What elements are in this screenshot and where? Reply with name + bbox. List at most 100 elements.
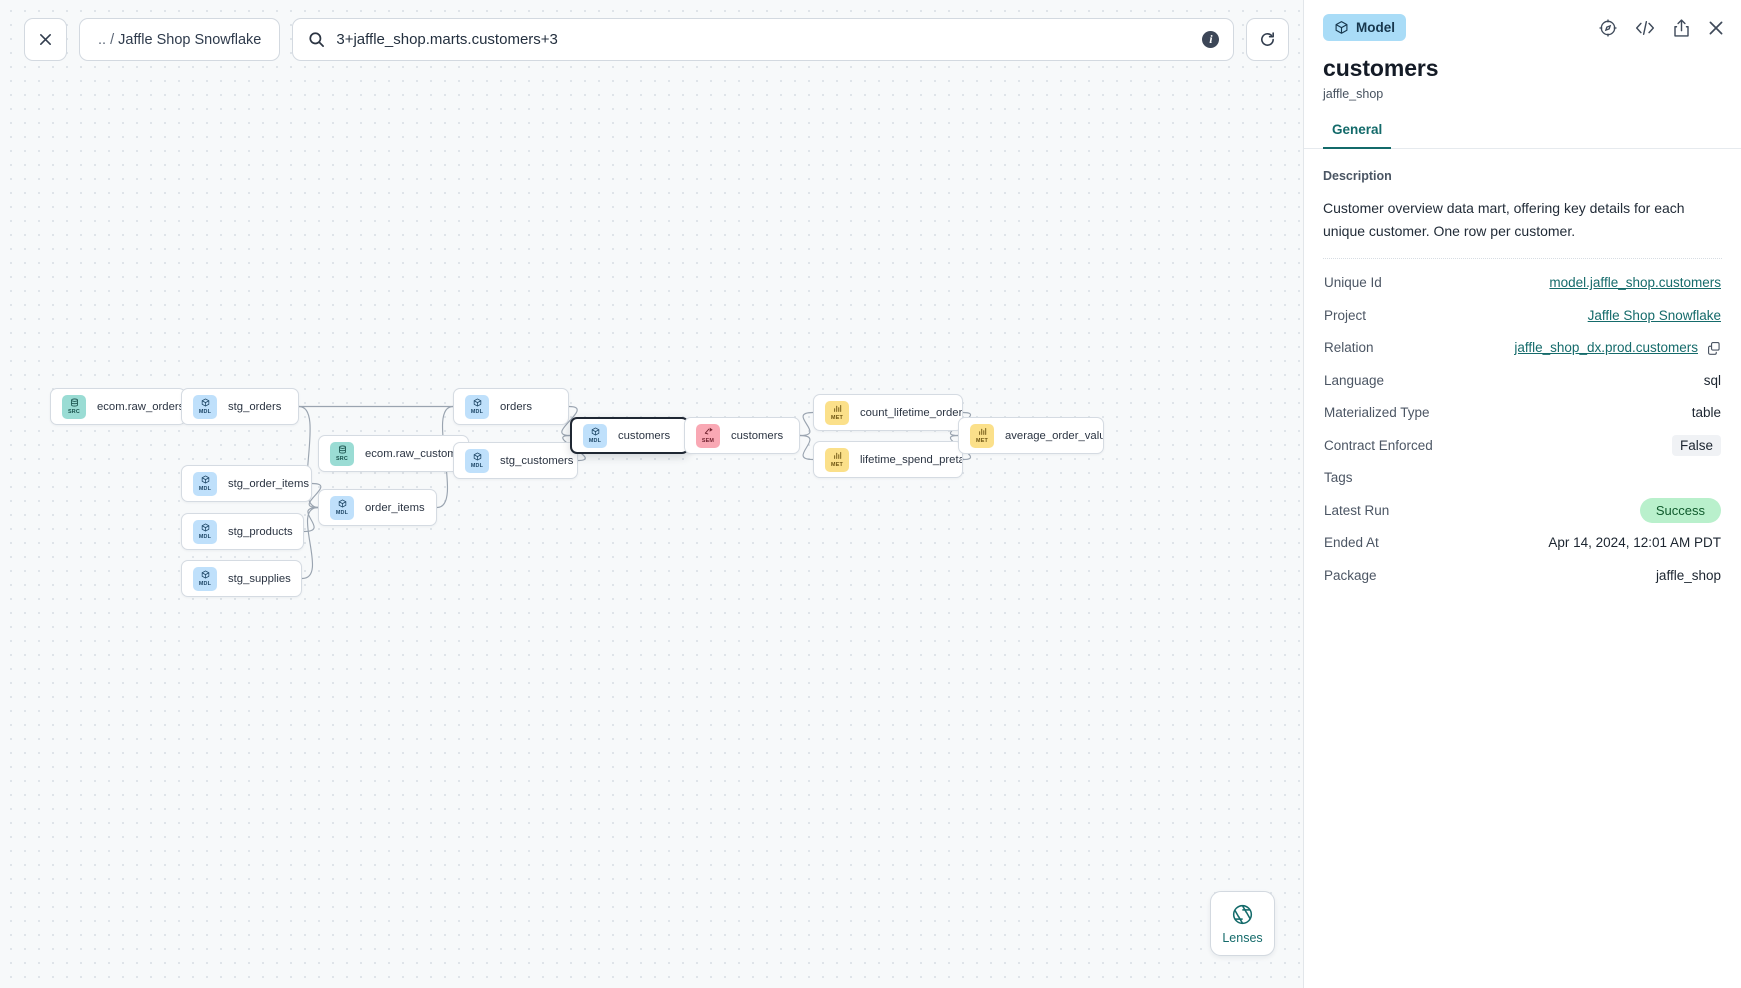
search-input[interactable] xyxy=(336,31,1203,48)
model-badge-icon: MDL xyxy=(465,448,489,473)
lenses-label: Lenses xyxy=(1222,930,1263,945)
cube-icon xyxy=(1335,21,1348,34)
refresh-button[interactable] xyxy=(1246,18,1290,61)
source-badge-icon: SRC xyxy=(62,394,86,419)
lineage-canvas[interactable]: .. / Jaffle Shop Snowflake i SRC ecom.raw… xyxy=(0,0,1303,988)
graph-node-ecom-raw-customers[interactable]: SRC ecom.raw_customers xyxy=(318,435,469,472)
entity-subtitle: jaffle_shop xyxy=(1323,87,1384,101)
field-value: False xyxy=(1671,434,1721,456)
copy-icon[interactable] xyxy=(1707,341,1721,355)
close-icon xyxy=(40,34,51,45)
graph-node-label: average_order_value xyxy=(1005,429,1103,442)
field-row: Language sql xyxy=(1323,364,1722,397)
field-value: sql xyxy=(1703,372,1721,388)
graph-node-customers-model[interactable]: MDL customers xyxy=(570,417,689,454)
graph-edge xyxy=(799,411,814,437)
graph-node-label: stg_supplies xyxy=(228,572,291,585)
model-badge-icon: MDL xyxy=(193,394,217,419)
graph-node-stg-products[interactable]: MDL stg_products xyxy=(181,513,304,550)
details-panel: Model xyxy=(1303,0,1741,988)
graph-node-lifetime-spend-pretax[interactable]: MET lifetime_spend_pretax xyxy=(813,441,963,478)
entity-type-label: Model xyxy=(1356,20,1395,35)
aperture-icon xyxy=(1232,904,1253,924)
page-title: customers xyxy=(1323,55,1439,81)
graph-node-label: lifetime_spend_pretax xyxy=(860,453,962,466)
graph-node-ecom-raw-orders[interactable]: SRC ecom.raw_orders xyxy=(50,388,186,425)
graph-node-stg-customers[interactable]: MDL stg_customers xyxy=(453,442,578,479)
share-icon[interactable] xyxy=(1672,18,1691,38)
close-graph-button[interactable] xyxy=(24,18,67,61)
field-key: Language xyxy=(1324,372,1385,388)
canvas-toolbar: .. / Jaffle Shop Snowflake i xyxy=(24,18,1290,61)
field-value[interactable]: Jaffle Shop Snowflake xyxy=(1587,307,1721,323)
field-value-group: jaffle_shop_dx.prod.customers xyxy=(1514,340,1721,355)
graph-node-order-items[interactable]: MDL order_items xyxy=(318,489,437,526)
description-text: Customer overview data mart, offering ke… xyxy=(1323,197,1722,260)
field-row: Materialized Type table xyxy=(1323,396,1722,429)
graph-node-label: order_items xyxy=(365,501,425,514)
graph-node-average-order-value[interactable]: MET average_order_value xyxy=(958,417,1104,454)
metric-badge-icon: MET xyxy=(825,400,849,425)
model-badge-icon: MDL xyxy=(193,519,217,544)
entity-type-badge: Model xyxy=(1323,14,1406,41)
explore-icon[interactable] xyxy=(1598,18,1618,38)
graph-node-label: orders xyxy=(500,400,533,413)
breadcrumb[interactable]: .. / Jaffle Shop Snowflake xyxy=(79,18,281,61)
field-row: Package jaffle_shop xyxy=(1323,559,1722,592)
tab-general[interactable]: General xyxy=(1323,122,1392,149)
graph-edge xyxy=(303,506,319,533)
model-badge-icon: MDL xyxy=(465,394,489,419)
graph-node-label: customers xyxy=(618,429,671,442)
field-value: Apr 14, 2024, 12:01 AM PDT xyxy=(1548,535,1721,551)
model-badge-icon: MDL xyxy=(193,566,217,591)
graph-node-label: stg_customers xyxy=(500,454,574,467)
field-key: Materialized Type xyxy=(1324,405,1430,421)
graph-node-customers-semantic[interactable]: SEM customers xyxy=(684,417,800,454)
close-panel-icon[interactable] xyxy=(1707,19,1725,37)
status-badge: Success xyxy=(1639,497,1721,523)
field-key: Tags xyxy=(1324,470,1353,486)
panel-body: Description Customer overview data mart,… xyxy=(1304,149,1741,988)
graph-edge xyxy=(799,434,814,461)
field-key: Relation xyxy=(1324,340,1374,356)
graph-node-label: customers xyxy=(731,429,784,442)
field-key: Latest Run xyxy=(1324,502,1390,518)
source-badge-icon: SRC xyxy=(330,441,354,466)
field-value: table xyxy=(1691,405,1721,421)
description-label: Description xyxy=(1323,169,1392,183)
field-value[interactable]: jaffle_shop_dx.prod.customers xyxy=(1514,340,1698,356)
refresh-icon xyxy=(1261,32,1275,46)
breadcrumb-project: Jaffle Shop Snowflake xyxy=(118,31,262,48)
info-icon[interactable]: i xyxy=(1202,31,1220,48)
breadcrumb-prefix: .. / xyxy=(98,31,115,48)
field-value: jaffle_shop xyxy=(1655,567,1721,583)
field-row: Latest Run Success xyxy=(1323,494,1722,527)
field-value[interactable]: model.jaffle_shop.customers xyxy=(1549,275,1721,291)
semantic-model-badge-icon: SEM xyxy=(696,423,720,448)
graph-node-orders[interactable]: MDL orders xyxy=(453,388,569,425)
code-icon[interactable] xyxy=(1634,18,1656,38)
model-badge-icon: MDL xyxy=(583,423,607,448)
graph-node-label: ecom.raw_orders xyxy=(97,400,185,413)
panel-toolbar: Model xyxy=(1304,0,1741,41)
model-badge-icon: MDL xyxy=(330,495,354,520)
lineage-search[interactable]: i xyxy=(292,18,1235,61)
field-key: Package xyxy=(1324,567,1377,583)
graph-node-stg-supplies[interactable]: MDL stg_supplies xyxy=(181,560,302,597)
lenses-button[interactable]: Lenses xyxy=(1210,891,1275,956)
panel-tabs: General xyxy=(1304,122,1741,149)
graph-node-label: ecom.raw_customers xyxy=(365,447,468,460)
graph-node-label: stg_products xyxy=(228,525,293,538)
metric-badge-icon: MET xyxy=(825,447,849,472)
metric-badge-icon: MET xyxy=(970,423,994,448)
model-badge-icon: MDL xyxy=(193,471,217,496)
